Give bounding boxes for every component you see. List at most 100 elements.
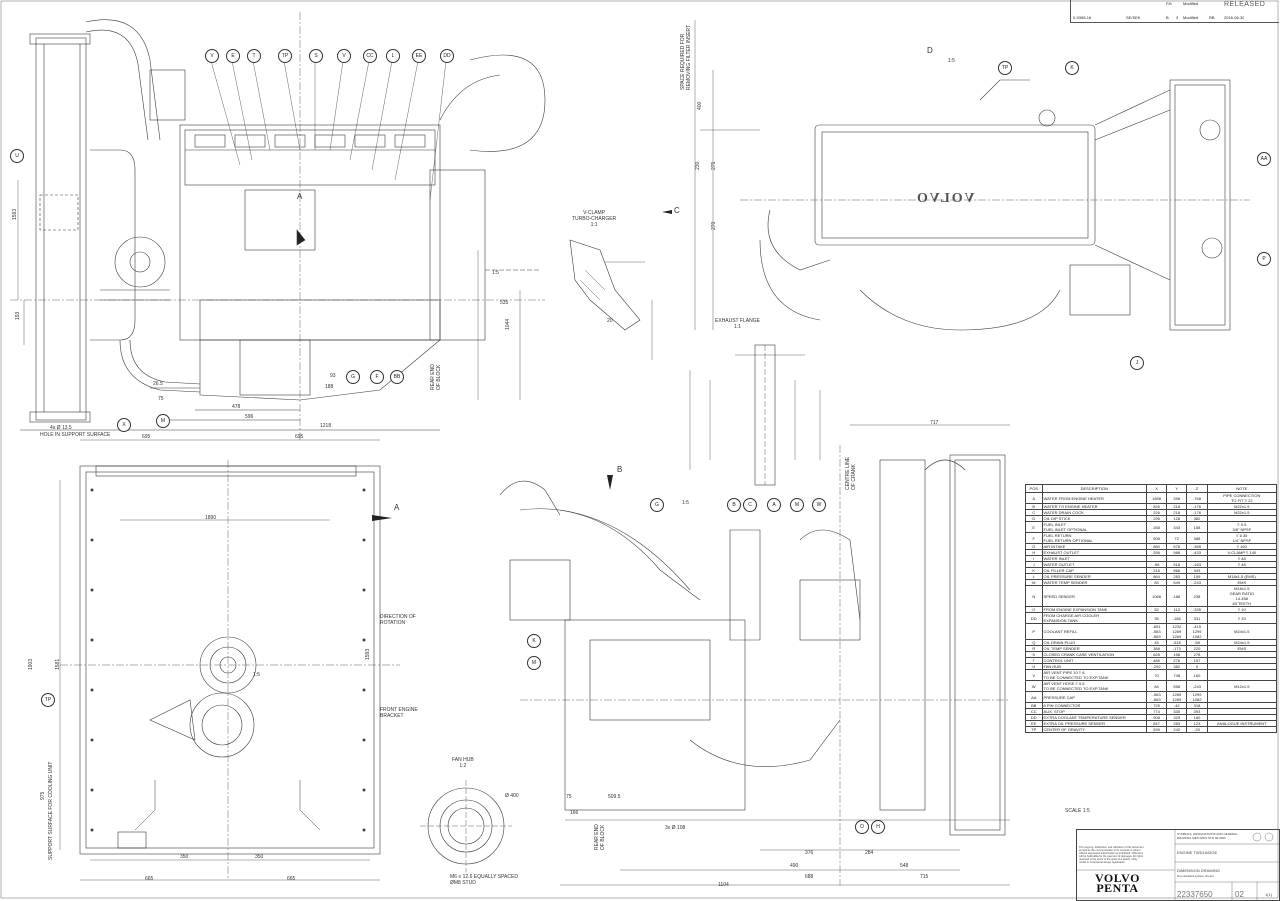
section-arrows xyxy=(372,210,672,521)
dimension-text: 75 xyxy=(158,396,164,402)
table-cell: 268 xyxy=(1145,521,1168,533)
position-balloon: G xyxy=(346,370,360,384)
dimension-text: 193 xyxy=(15,311,21,320)
dimension-text: 4x Ø 13.5 xyxy=(50,425,72,431)
table-cell: -243 xyxy=(1186,680,1208,692)
direction-rotation-label: DIRECTION OF ROTATION xyxy=(380,614,416,626)
section-label-c: C xyxy=(674,206,680,215)
tb-top-cell: SE/SEK xyxy=(1126,15,1141,20)
dimension-text: 665 xyxy=(145,876,154,882)
table-cell: 160 xyxy=(1186,669,1208,681)
table-cell: 748 xyxy=(1166,669,1188,681)
scale-label: 1:5 xyxy=(253,672,260,678)
scale-label: SCALE 1:5 xyxy=(1065,808,1090,814)
dimension-text: 717 xyxy=(930,420,939,426)
position-balloon: M xyxy=(156,414,170,428)
table-cell: V xyxy=(1025,669,1043,681)
rear-end-block-label: REAR END OF BLOCK xyxy=(430,364,442,390)
position-balloon: TP xyxy=(41,693,55,707)
brand-line: VOLVO xyxy=(1095,871,1140,885)
engine-brand-mark: VOLVO xyxy=(915,191,975,206)
tb-top-cell: B xyxy=(1166,15,1169,20)
table-cell: 1269 1269 xyxy=(1166,691,1188,703)
table-cell: PIPE CONNECTION TO FIT ≡ 22 xyxy=(1206,492,1278,504)
position-balloon: C xyxy=(743,498,757,512)
table-cell: M24x1.5 xyxy=(1206,623,1278,640)
table-cell: ANALOGUE INSTRUMENT xyxy=(1206,720,1278,727)
table-cell: ≡ 33 xyxy=(1206,612,1278,624)
table-cell: 1068 xyxy=(1145,585,1168,607)
drawing-subtitle: Non detailed system sheets xyxy=(1177,874,1214,878)
engine-top-view xyxy=(694,20,1250,331)
position-balloon: J xyxy=(1130,356,1144,370)
table-cell: SPEED SENDER xyxy=(1041,585,1147,607)
dimension-text: 376 xyxy=(805,850,814,856)
position-balloon: EE xyxy=(412,49,426,63)
position-balloon: K xyxy=(1065,61,1079,75)
dimension-text: 1593 xyxy=(12,208,18,220)
section-label-a: A xyxy=(297,192,303,201)
title-block-grid xyxy=(1077,830,1279,900)
table-cell: W xyxy=(1025,680,1043,692)
position-balloon: M xyxy=(527,656,541,670)
vclamp-detail xyxy=(569,239,653,360)
table-cell: COOLANT REFILL xyxy=(1041,623,1147,640)
drawing-number: 22337650 xyxy=(1177,890,1213,899)
fan-hub-label: FAN HUB 1:2 xyxy=(452,757,474,769)
table-cell: 84 xyxy=(1145,680,1168,692)
table-cell: 70 xyxy=(1145,669,1168,681)
rear-end-block-label: REAR END OF BLOCK xyxy=(594,824,606,850)
standard-note: SYMBOLS, DESIGNATIONS AND GENERAL DRAWIN… xyxy=(1177,832,1238,840)
table-header: NOTE xyxy=(1206,484,1278,493)
table-header: Y xyxy=(1166,484,1188,493)
dimension-text: 1890 xyxy=(205,515,217,521)
position-balloon: K xyxy=(527,634,541,648)
control-unit xyxy=(244,189,316,251)
dimension-text: 695 xyxy=(295,434,304,440)
dimension-text: 1903 xyxy=(28,658,34,670)
section-label-b: B xyxy=(617,465,623,474)
table-cell: A xyxy=(1025,492,1043,504)
table-cell: 242 xyxy=(1166,726,1188,733)
table-cell: DD xyxy=(1025,612,1043,624)
position-balloon: AA xyxy=(1257,152,1271,166)
centerline-crank-label: CENTRE LINE OF CRANK xyxy=(845,456,857,490)
table-cell: M18x1.5 GEAR RATIO 14.458 83 TEETH xyxy=(1206,585,1278,607)
dimension-text: 596 xyxy=(245,414,254,420)
table-cell: AIR VENT HOSE ≡ 9.5 TO BE CONNECTED TO E… xyxy=(1041,680,1147,692)
dimension-text: 350 xyxy=(180,854,189,860)
radiator-core xyxy=(35,37,87,421)
position-balloon: H xyxy=(871,820,885,834)
table-cell: -186 xyxy=(1166,612,1188,624)
table-cell: ≡ 9.5 3/8" NPSF xyxy=(1206,521,1278,533)
table-cell: E xyxy=(1025,521,1043,533)
position-balloon: W xyxy=(812,498,826,512)
drawing-title: DIMENSION DRAWING xyxy=(1177,868,1220,873)
table-cell: 398 xyxy=(1166,492,1188,504)
position-balloon: BB xyxy=(390,370,404,384)
position-balloon: TP xyxy=(278,49,292,63)
dimension-text: 665 xyxy=(287,876,296,882)
title-block-bottom: SYMBOLS, DESIGNATIONS AND GENERAL DRAWIN… xyxy=(1076,829,1280,901)
fan-hub-note: M6 ≡ 12.6 EQUALLY SPACED ØM8 STUD xyxy=(450,874,518,886)
position-balloon: B xyxy=(727,498,741,512)
engine-rear-view xyxy=(499,424,1010,886)
tb-top-cell: RB xyxy=(1209,15,1215,20)
table-cell: 343 xyxy=(1166,521,1188,533)
table-cell: FROM CHARGE AIR COOLER EXPANSION TANK xyxy=(1041,612,1147,624)
scale-label: 1:5 xyxy=(948,58,955,64)
table-header: X xyxy=(1145,484,1168,493)
dimension-text: 715 xyxy=(920,874,929,880)
dimension-text: 535 xyxy=(500,300,509,306)
table-cell: 1232 1269 1269 xyxy=(1166,623,1188,640)
table-cell: M12x1.5 xyxy=(1206,680,1278,692)
dimension-text: 975 xyxy=(40,791,46,800)
